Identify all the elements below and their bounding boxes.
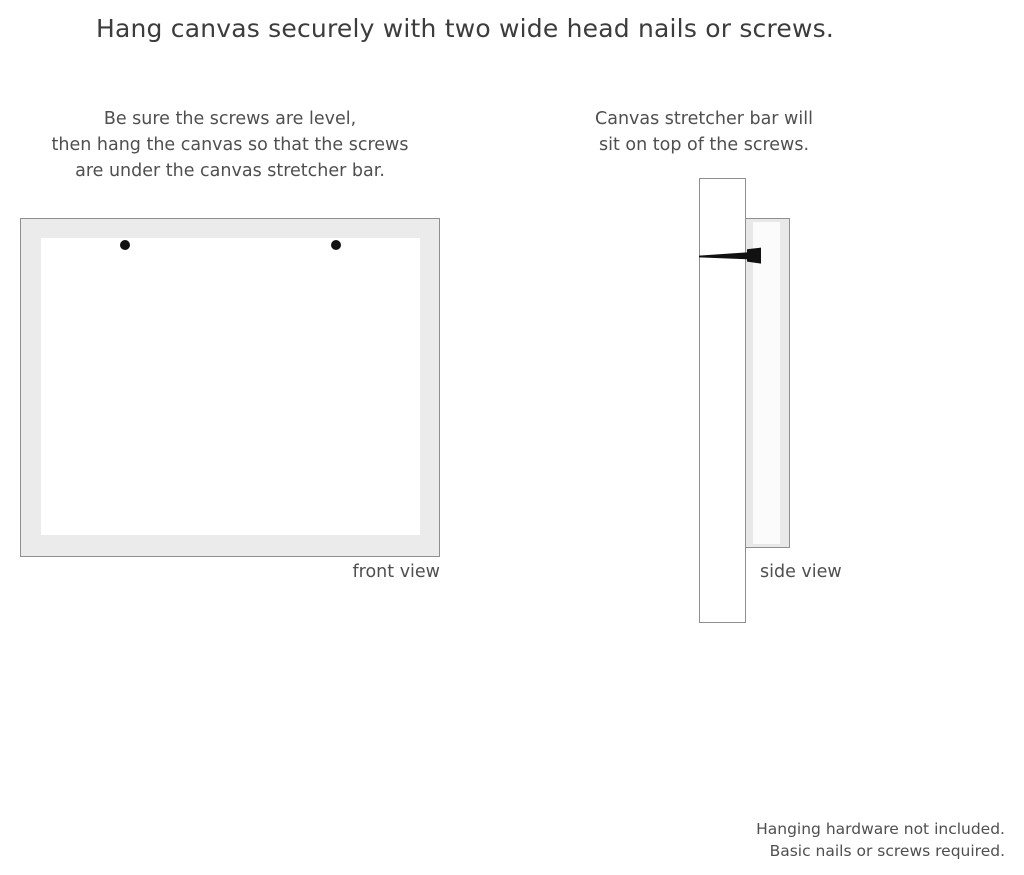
front-view-caption-line-2: then hang the canvas so that the screws [51,135,409,155]
front-view-caption-line-1: Be sure the screws are level, [103,109,357,129]
stretcher-bar-inner-face [753,222,780,544]
front-view-caption: Be sure the screws are level, then hang … [20,106,440,184]
front-view-label: front view [352,562,441,582]
nail-icon [699,247,761,264]
footer-line-2: Basic nails or screws required. [769,842,1005,860]
canvas-stretcher-bar [745,218,790,548]
right-screw-head-icon [331,240,341,250]
left-screw-head-icon [120,240,130,250]
side-view-caption: Canvas stretcher bar will sit on top of … [560,106,848,158]
side-view-diagram [699,178,809,624]
page-title: Hang canvas securely with two wide head … [95,14,835,43]
side-view-caption-line-2: sit on top of the screws. [598,135,810,155]
footer-disclaimer: Hanging hardware not included. Basic nai… [756,818,1005,862]
side-view-label: side view [760,562,842,582]
footer-line-1: Hanging hardware not included. [756,820,1005,838]
front-view-caption-line-3: are under the canvas stretcher bar. [75,161,385,181]
canvas-face [41,238,420,535]
wall-cross-section [699,178,746,623]
front-view-diagram [20,218,440,557]
side-view-caption-line-1: Canvas stretcher bar will [595,109,813,129]
